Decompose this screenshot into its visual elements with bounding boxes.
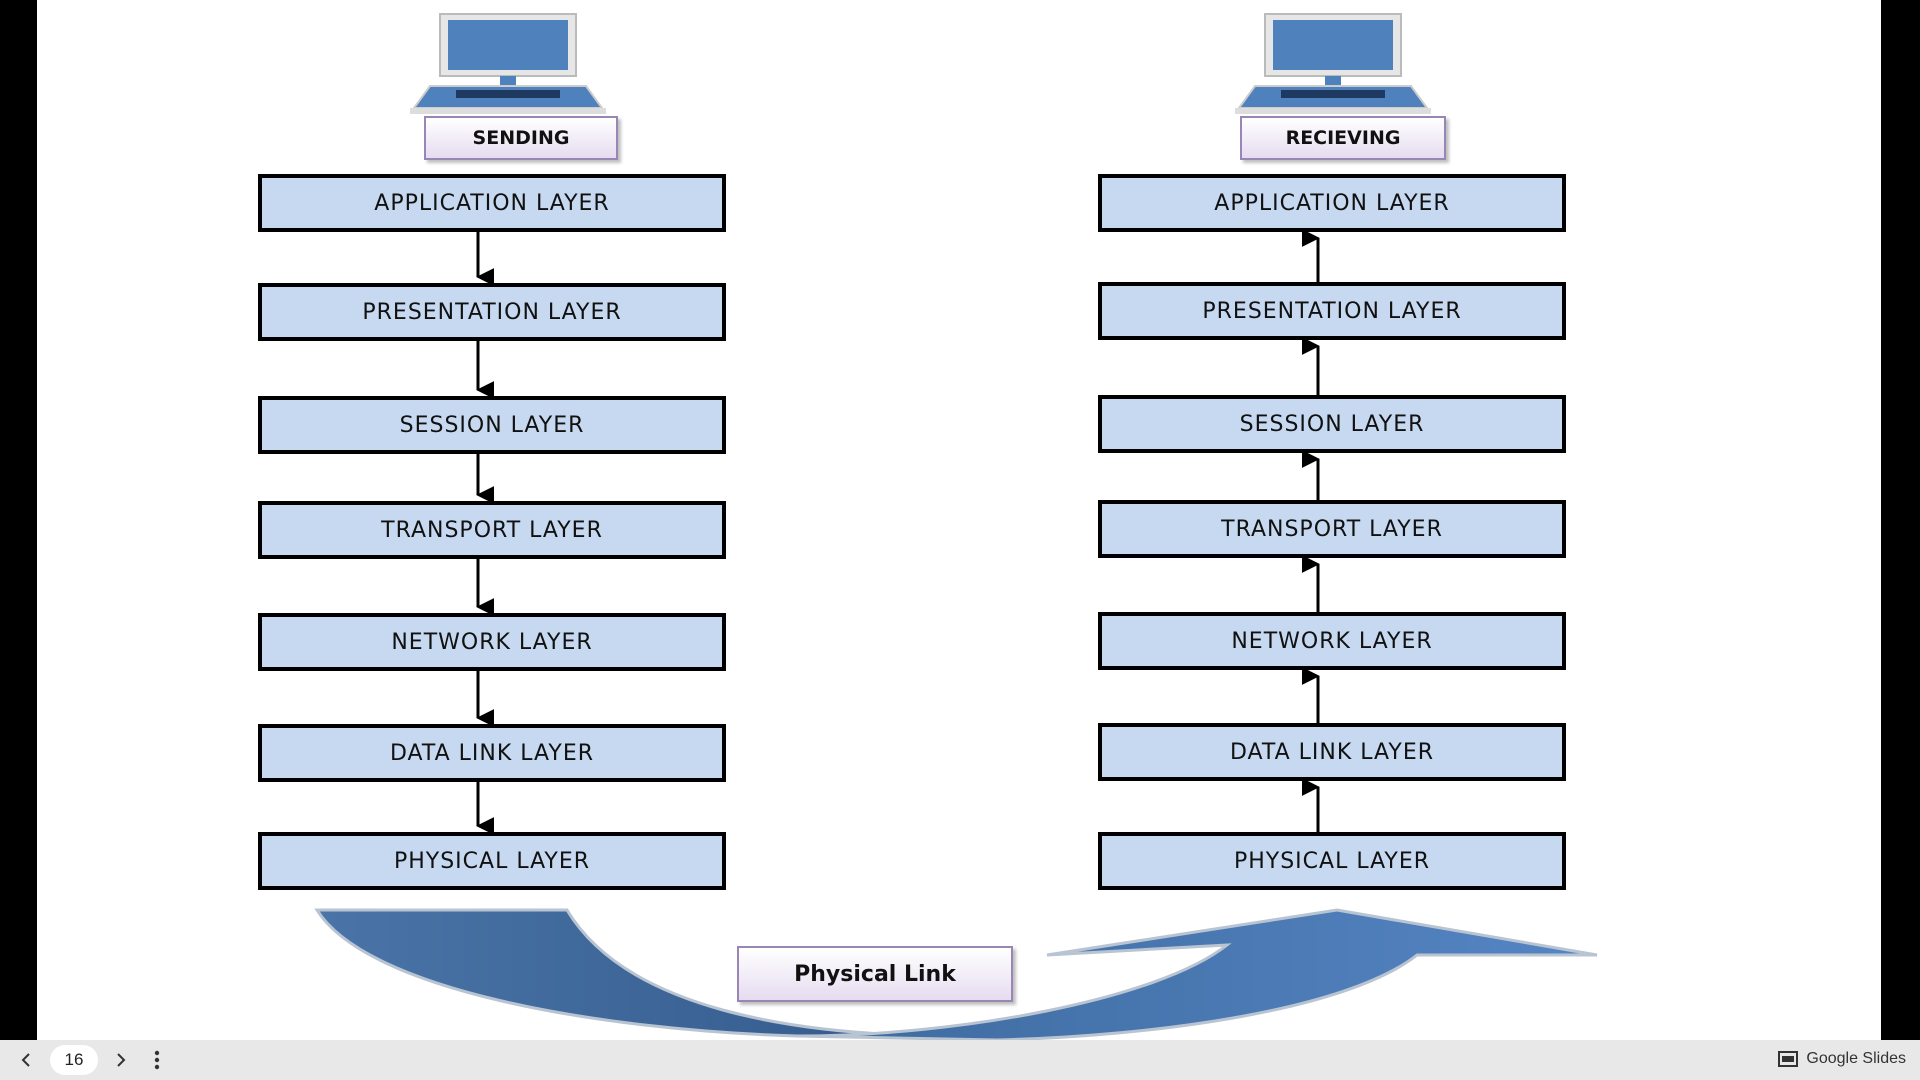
osi-diagram bbox=[314, 13, 1598, 1040]
more-vert-icon bbox=[154, 1050, 160, 1070]
sending-label: SENDING bbox=[424, 116, 618, 160]
slide-canvas: SENDING RECIEVING APPLICATION LAYER PRES… bbox=[37, 0, 1881, 1040]
sending-network-layer: NETWORK LAYER bbox=[258, 613, 726, 671]
receiving-data-link-layer: DATA LINK LAYER bbox=[1098, 723, 1566, 781]
next-slide-button[interactable] bbox=[108, 1048, 132, 1072]
sending-physical-layer: PHYSICAL LAYER bbox=[258, 832, 726, 890]
sending-application-layer: APPLICATION LAYER bbox=[258, 174, 726, 232]
receiving-session-layer: SESSION LAYER bbox=[1098, 395, 1566, 453]
chevron-right-icon bbox=[117, 1053, 126, 1067]
brand-label: Google Slides bbox=[1806, 1050, 1906, 1067]
receiving-physical-layer: PHYSICAL LAYER bbox=[1098, 832, 1566, 890]
sending-transport-layer: TRANSPORT LAYER bbox=[258, 501, 726, 559]
physical-link-arrow bbox=[314, 908, 1598, 1040]
sending-session-layer: SESSION LAYER bbox=[258, 396, 726, 454]
sending-computer-icon bbox=[410, 13, 606, 114]
receiving-application-layer: APPLICATION LAYER bbox=[1098, 174, 1566, 232]
receiving-network-layer: NETWORK LAYER bbox=[1098, 612, 1566, 670]
receiving-transport-layer: TRANSPORT LAYER bbox=[1098, 500, 1566, 558]
slides-icon bbox=[1778, 1051, 1799, 1067]
receiving-label: RECIEVING bbox=[1240, 116, 1446, 160]
sending-presentation-layer: PRESENTATION LAYER bbox=[258, 283, 726, 341]
chevron-left-icon bbox=[21, 1053, 30, 1067]
sending-data-link-layer: DATA LINK LAYER bbox=[258, 724, 726, 782]
receiving-computer-icon bbox=[1235, 13, 1431, 114]
more-options-button[interactable] bbox=[145, 1048, 169, 1072]
previous-slide-button[interactable] bbox=[15, 1048, 39, 1072]
page-number-input[interactable]: 16 bbox=[50, 1045, 98, 1075]
google-slides-link[interactable]: Google Slides bbox=[1778, 1050, 1906, 1068]
physical-link-label: Physical Link bbox=[737, 946, 1013, 1002]
slides-toolbar: 16 Google Slides bbox=[0, 1040, 1920, 1080]
receiving-presentation-layer: PRESENTATION LAYER bbox=[1098, 282, 1566, 340]
